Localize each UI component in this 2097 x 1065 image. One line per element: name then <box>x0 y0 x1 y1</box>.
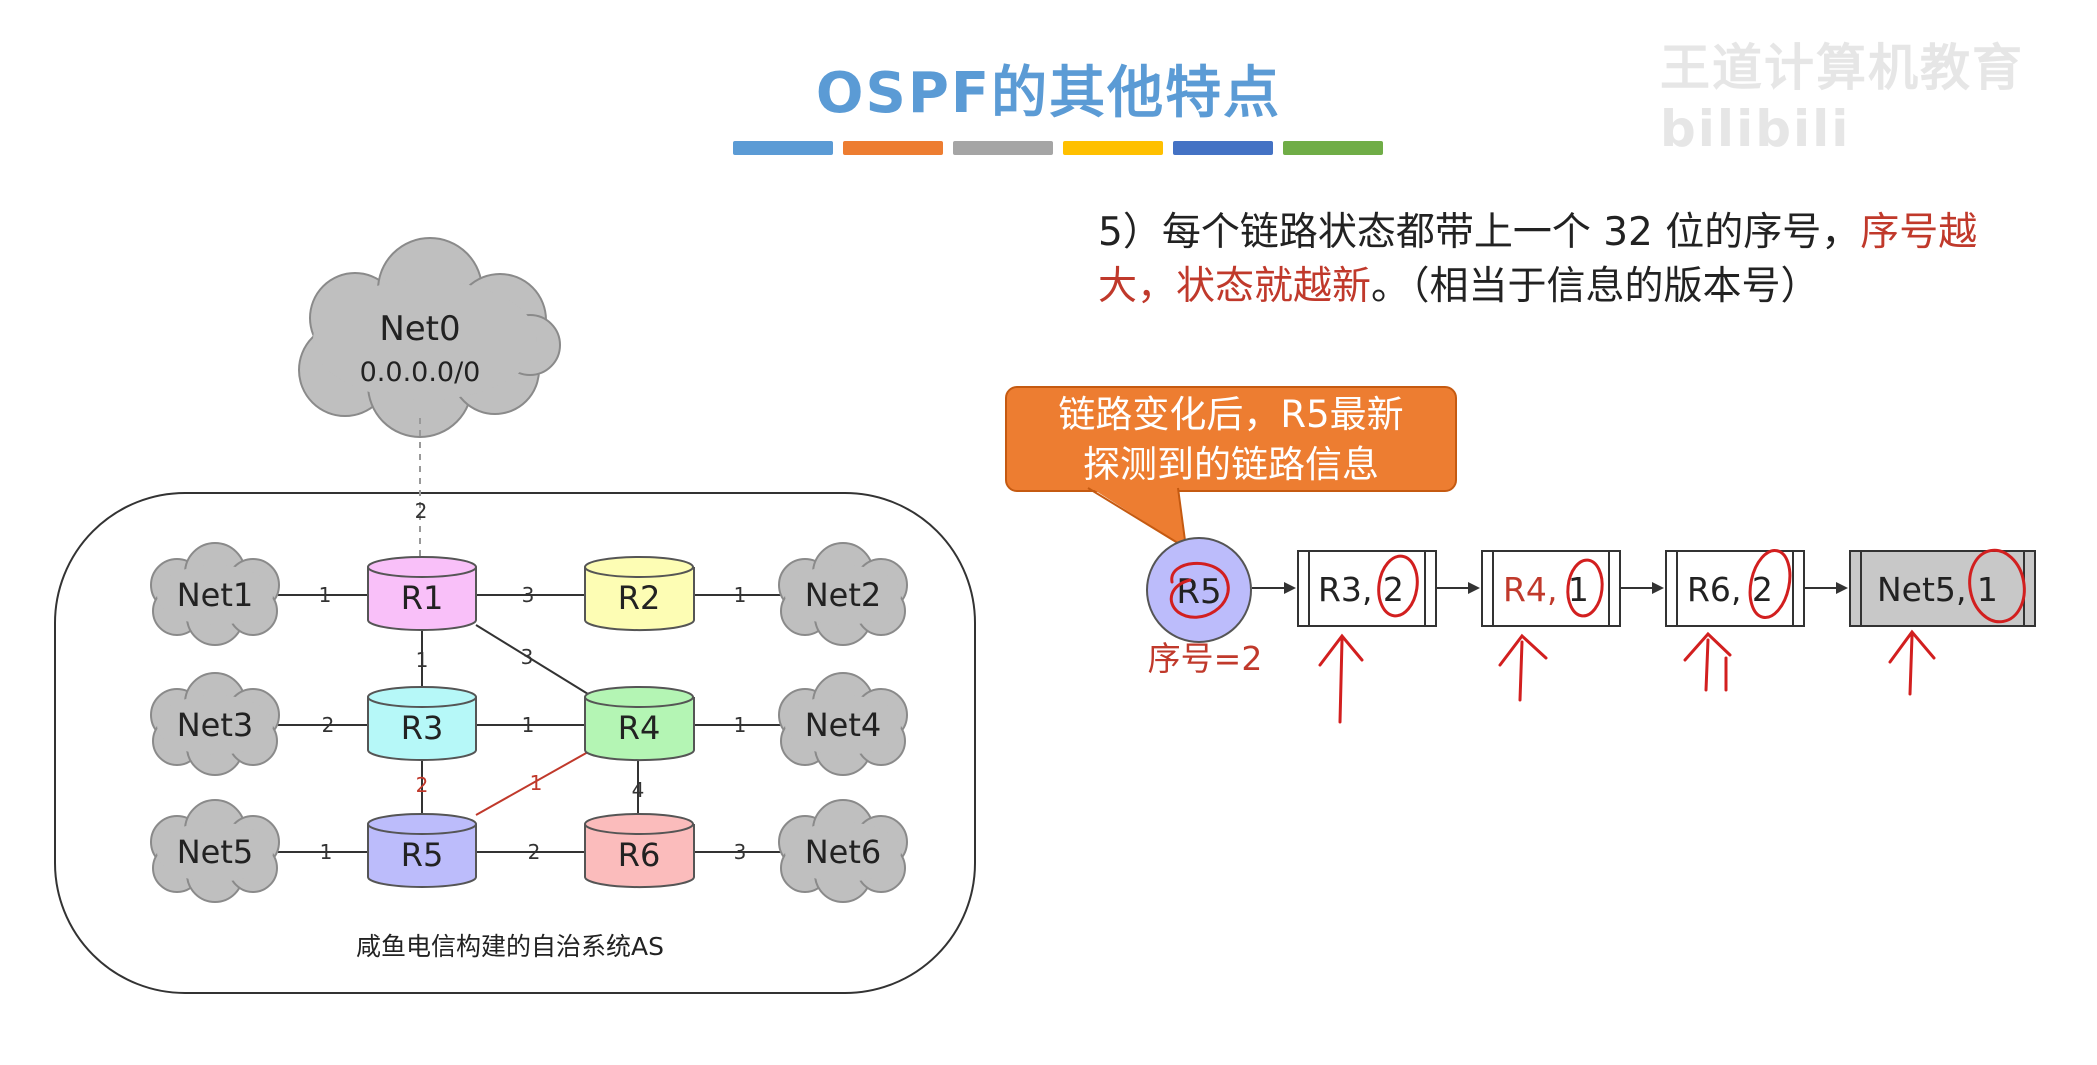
svg-text:Net5, 1: Net5, 1 <box>1877 570 1998 609</box>
handwritten-arrow-4 <box>1888 629 1936 696</box>
entry-cost: 2 <box>1383 570 1404 609</box>
router-label: R1 <box>401 579 444 617</box>
router-label: R6 <box>618 836 661 874</box>
cost-net0-r1: 2 <box>415 499 428 523</box>
callout-line-1: 链路变化后，R5最新 <box>1058 393 1404 436</box>
sequence-note: 序号=2 <box>1148 639 1263 678</box>
svg-text:R6, 2: R6, 2 <box>1687 570 1773 609</box>
as-boundary <box>54 492 976 994</box>
link-state-list: R5 序号=2 R3, 2 R4, 1 R6, 2 Net5, 1 <box>1146 537 2036 724</box>
cost-r1-r4: 3 <box>521 645 534 669</box>
accent-bar <box>1063 141 1163 155</box>
accent-bar <box>843 141 943 155</box>
net0-address: 0.0.0.0/0 <box>360 357 481 388</box>
head-node-circle <box>1146 537 1252 643</box>
point-prefix: 5）每个链路状态都带上一个 32 位的序号， <box>1098 210 1861 255</box>
cost-r3-r5: 2 <box>416 773 429 797</box>
entry-node: Net5 <box>1877 570 1956 609</box>
router-label: R2 <box>618 579 661 617</box>
entry-cost: 2 <box>1752 570 1773 609</box>
net4-cloud-icon: Net4 <box>778 672 908 776</box>
entry-node: R4 <box>1503 570 1547 609</box>
net0-label: Net0 <box>379 309 460 349</box>
entry-cost: 1 <box>1977 570 1998 609</box>
router-r2: R2 <box>584 556 695 632</box>
point-suffix: 。（相当于信息的版本号） <box>1371 264 1820 309</box>
callout-line-2: 探测到的链路信息 <box>1083 443 1379 486</box>
net3-label: Net3 <box>177 706 254 744</box>
handwritten-circle-cost-4 <box>1968 548 2026 624</box>
router-r6: R6 <box>584 813 695 889</box>
net6-label: Net6 <box>805 833 882 871</box>
router-r5: R5 <box>367 813 477 888</box>
net0-cloud-icon <box>298 237 561 438</box>
cost-r5-r6: 2 <box>528 840 541 864</box>
handwritten-arrow-3 <box>1683 631 1732 692</box>
accent-bar <box>1283 141 1383 155</box>
point-highlight: 序号越大，状态就越新 <box>1098 210 1978 309</box>
cost-r5-r4: 1 <box>530 771 543 795</box>
router-r3: R3 <box>367 686 477 761</box>
entry-node: R3 <box>1318 570 1362 609</box>
router-r1: R1 <box>367 556 477 631</box>
ls-entry-2: R4, 1 <box>1481 550 1621 627</box>
cost-r4-r6: 4 <box>632 778 645 802</box>
cost-r4-net4: 1 <box>734 713 747 737</box>
net6-cloud-icon: Net6 <box>778 799 908 903</box>
handwritten-circle-cost-1 <box>1377 554 1419 618</box>
cost-r2-net2: 1 <box>734 583 747 607</box>
cost-net5-r5: 1 <box>320 840 333 864</box>
accent-bar <box>953 141 1053 155</box>
net1-label: Net1 <box>177 576 254 614</box>
net5-cloud-icon: Net5 <box>150 799 280 903</box>
cost-r3-r4: 1 <box>522 713 535 737</box>
link-r5-r4 <box>475 751 589 816</box>
ls-entry-4: Net5, 1 <box>1849 550 2036 627</box>
accent-bar <box>733 141 833 155</box>
net2-cloud-icon: Net2 <box>778 542 908 646</box>
entry-node: R6 <box>1687 570 1731 609</box>
callout-bubble: 链路变化后，R5最新 探测到的链路信息 <box>1005 386 1457 492</box>
net2-label: Net2 <box>805 576 882 614</box>
net3-cloud-icon: Net3 <box>150 672 280 776</box>
net1-cloud-icon: Net1 <box>150 542 280 646</box>
entry-cost: 1 <box>1568 570 1589 609</box>
handwritten-arrow-1 <box>1318 633 1364 724</box>
cost-r1-r2: 3 <box>522 583 535 607</box>
cost-net3-r3: 2 <box>322 713 335 737</box>
ls-entry-3: R6, 2 <box>1665 550 1805 627</box>
as-caption: 咸鱼电信构建的自治系统AS <box>356 932 664 961</box>
cost-net1-r1: 1 <box>319 583 332 607</box>
point-5-text: 5）每个链路状态都带上一个 32 位的序号，序号越大，状态就越新。（相当于信息的… <box>1098 206 2028 314</box>
watermark: 王道计算机教育 bilibili <box>1660 39 2024 158</box>
network-topology-diagram: 咸鱼电信构建的自治系统AS Net0 0.0.0.0/0 2 1 3 <box>54 237 976 994</box>
router-label: R3 <box>401 709 444 747</box>
router-label: R5 <box>401 836 444 874</box>
slide-title: OSPF的其他特点 <box>815 61 1282 126</box>
cost-r1-r3: 1 <box>416 648 429 672</box>
handwritten-circle-cost-3 <box>1748 549 1792 619</box>
net5-label: Net5 <box>177 833 254 871</box>
ls-entry-1: R3, 2 <box>1297 550 1437 627</box>
handwritten-circle-r5 <box>1169 562 1230 619</box>
svg-text:R4, 1: R4, 1 <box>1503 570 1589 609</box>
handwritten-arrow-2 <box>1498 633 1548 702</box>
router-r4: R4 <box>584 686 695 762</box>
head-node-label: R5 <box>1176 572 1221 612</box>
cost-r6-net6: 3 <box>734 840 747 864</box>
accent-bar <box>1173 141 1273 155</box>
link-r1-r4 <box>475 624 589 695</box>
svg-text:R3, 2: R3, 2 <box>1318 570 1404 609</box>
net4-label: Net4 <box>805 706 882 744</box>
router-label: R4 <box>618 709 661 747</box>
handwritten-circle-cost-2 <box>1566 558 1604 618</box>
